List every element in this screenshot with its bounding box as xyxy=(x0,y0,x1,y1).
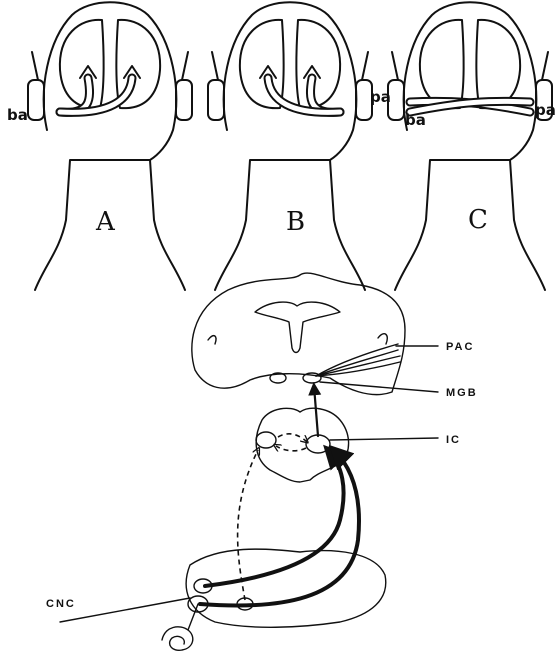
panel-c-right-ear-tag: pa xyxy=(535,101,555,119)
panel-c xyxy=(388,2,552,290)
mgb-label: MGB xyxy=(446,387,478,399)
ic-label: IC xyxy=(446,434,461,446)
brain-coronal-section xyxy=(192,273,405,395)
panel-b-letter: B xyxy=(286,207,305,237)
panel-a-left-ear-tag: ba xyxy=(7,106,28,124)
cnc-label: CNC xyxy=(46,598,76,610)
panel-c-letter: C xyxy=(468,205,488,235)
ascending-pathways xyxy=(200,386,359,606)
mgb-leader xyxy=(320,382,438,392)
panel-a-letter: A xyxy=(95,207,116,237)
panel-c-left-ear-tag: ba xyxy=(405,111,426,129)
panel-a xyxy=(28,2,192,290)
pac-label: PAC xyxy=(446,341,474,353)
cnc-leader xyxy=(60,598,190,622)
ic-leader xyxy=(330,438,438,440)
panel-b xyxy=(208,2,372,290)
brainstem-medulla xyxy=(186,549,386,627)
brainstem-midbrain xyxy=(256,408,349,482)
